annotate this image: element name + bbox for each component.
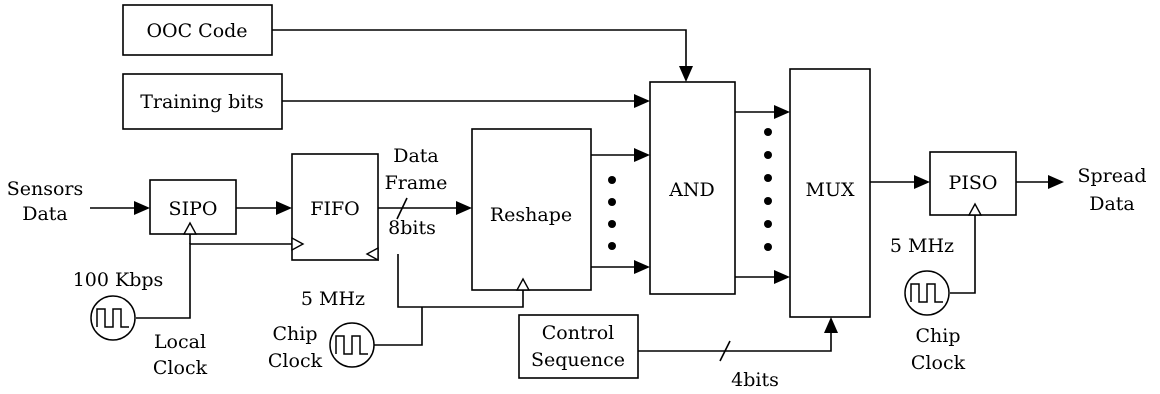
data-frame-width-label: 8bits: [388, 217, 436, 239]
sipo-block: SIPO: [149, 179, 237, 235]
svg-text:Chip: Chip: [272, 323, 317, 345]
mux-label: MUX: [806, 179, 855, 201]
control-width-label: 4bits: [731, 369, 779, 391]
svg-text:Data: Data: [1089, 193, 1135, 215]
svg-text:Clock: Clock: [911, 352, 966, 374]
wire-sensors-to-sipo: [90, 201, 150, 215]
wire-chip-clock: [374, 254, 524, 346]
data-frame-label: Data Frame: [385, 145, 448, 194]
wire-output-clock: [950, 215, 976, 294]
svg-text:Chip: Chip: [915, 325, 960, 347]
output-clock-rate: 5 MHz: [890, 235, 954, 257]
control-sequence-label-line1: Control: [542, 322, 614, 344]
svg-text:Clock: Clock: [153, 357, 208, 379]
chip-clock-rate: 5 MHz: [301, 288, 365, 310]
local-clock-oscillator: [90, 295, 136, 341]
sipo-clock-pin: [182, 221, 198, 235]
output-chip-clock-oscillator: [904, 270, 950, 316]
reshape-block: Reshape: [471, 128, 592, 291]
wire-reshape-to-and: [591, 148, 650, 274]
chip-clock-oscillator: [329, 322, 375, 368]
wire-piso-to-output: [1016, 175, 1064, 189]
wire-control-to-mux: [638, 317, 838, 362]
svg-text:Data: Data: [393, 145, 439, 167]
training-bits-block: Training bits: [122, 73, 283, 130]
sipo-label: SIPO: [169, 198, 218, 220]
output-clock-name: Chip Clock: [911, 325, 966, 374]
fifo-clock-pin-right: [365, 246, 379, 262]
svg-text:Sensors: Sensors: [7, 178, 84, 200]
svg-text:Spread: Spread: [1078, 165, 1147, 187]
wire-fifo-to-reshape: [378, 197, 472, 220]
reshape-label: Reshape: [490, 204, 572, 226]
piso-label: PISO: [949, 172, 998, 194]
mux-block: MUX: [789, 68, 871, 318]
chip-clock-name: Chip Clock: [268, 323, 323, 372]
local-clock-rate: 100 Kbps: [73, 269, 164, 291]
control-sequence-label-line2: Sequence: [531, 349, 625, 371]
and-output-dots: [764, 128, 772, 251]
fifo-label: FIFO: [310, 198, 359, 220]
wire-and-to-mux: [735, 105, 790, 284]
reshape-output-dots: [608, 176, 616, 250]
wire-training-to-and: [282, 94, 650, 108]
local-clock-name: Local Clock: [153, 331, 208, 379]
and-block: AND: [649, 81, 736, 295]
fifo-clock-pin-left: [291, 236, 305, 252]
svg-text:Clock: Clock: [268, 350, 323, 372]
piso-clock-pin: [967, 202, 983, 216]
fifo-block: FIFO: [291, 153, 379, 262]
reshape-clock-pin: [515, 277, 531, 291]
ooc-code-label: OOC Code: [146, 20, 247, 42]
wire-ooc-to-and: [272, 29, 693, 82]
wire-mux-to-piso: [870, 175, 930, 189]
piso-block: PISO: [929, 151, 1017, 216]
wire-local-clock: [136, 234, 292, 319]
svg-text:Local: Local: [154, 331, 206, 353]
svg-text:Frame: Frame: [385, 172, 448, 194]
sensors-data-label: Sensors Data: [7, 178, 84, 225]
spread-data-label: Spread Data: [1078, 165, 1147, 215]
and-label: AND: [668, 179, 715, 201]
wire-sipo-to-fifo: [236, 201, 292, 215]
training-bits-label: Training bits: [140, 91, 264, 113]
control-sequence-block: Control Sequence: [518, 314, 639, 379]
ooc-code-block: OOC Code: [122, 4, 273, 56]
svg-text:Data: Data: [22, 203, 68, 225]
